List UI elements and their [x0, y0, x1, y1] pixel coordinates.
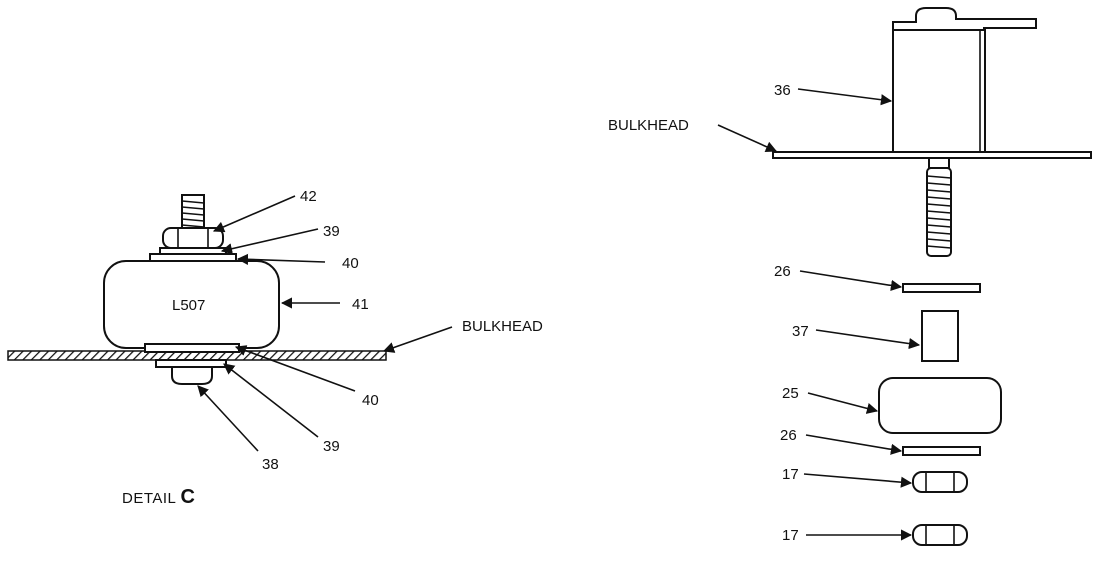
threaded-stud-top — [181, 194, 205, 231]
leader-40-top — [236, 253, 326, 265]
leader-26-top — [799, 270, 903, 291]
mounting-body-36 — [892, 29, 986, 153]
leader-39-bottom — [223, 363, 319, 438]
coil-25 — [878, 377, 1002, 434]
leader-17-top — [803, 473, 913, 488]
leader-bulkhead-left — [382, 326, 453, 353]
callout-17-bottom: 17 — [782, 527, 799, 544]
leader-26-bottom — [805, 434, 903, 455]
detail-c-assembly: L507 42 39 40 41 BULKHEAD 40 39 38 DETAI… — [7, 188, 543, 508]
exploded-view: 36 BULKHEAD 26 37 25 26 17 17 — [608, 7, 1092, 546]
bulkhead-label-left: BULKHEAD — [462, 318, 543, 335]
callout-42: 42 — [300, 188, 317, 205]
callout-17-top: 17 — [782, 466, 799, 483]
callout-41: 41 — [352, 296, 369, 313]
washer-40-bottom — [144, 343, 240, 353]
callout-40-bottom: 40 — [362, 392, 379, 409]
callout-25: 25 — [782, 385, 799, 402]
leader-36 — [797, 88, 893, 106]
leader-42 — [212, 195, 296, 233]
component-label-l507: L507 — [172, 297, 205, 314]
detail-caption: DETAIL C — [122, 486, 195, 508]
callout-39-bottom: 39 — [323, 438, 340, 455]
detail-caption-word: DETAIL — [122, 490, 176, 507]
leader-37 — [815, 329, 921, 350]
leader-bulkhead-right — [717, 124, 778, 152]
screw-head-38 — [171, 366, 213, 385]
callout-39-top: 39 — [323, 223, 340, 240]
callout-40-top: 40 — [342, 255, 359, 272]
callout-38: 38 — [262, 456, 279, 473]
callout-26-bottom: 26 — [780, 427, 797, 444]
washer-39-bottom — [155, 359, 227, 368]
bulkhead-label-right: BULKHEAD — [608, 117, 689, 134]
callout-37: 37 — [792, 323, 809, 340]
threaded-stud-bottom — [926, 157, 952, 257]
leader-25 — [807, 392, 879, 414]
washer-26-top — [902, 283, 981, 293]
leader-40-bottom — [234, 345, 356, 392]
hex-nut-17-top — [912, 471, 968, 493]
spacer-37 — [921, 310, 959, 362]
callout-36: 36 — [774, 82, 791, 99]
leader-38 — [197, 385, 259, 452]
washer-40-top — [149, 253, 237, 262]
detail-caption-letter: C — [181, 486, 196, 508]
callout-26-top: 26 — [774, 263, 791, 280]
hex-nut-17-bottom — [912, 524, 968, 546]
terminal-bracket — [892, 7, 1037, 31]
leader-39-top — [220, 228, 319, 255]
washer-26-bottom — [902, 446, 981, 456]
